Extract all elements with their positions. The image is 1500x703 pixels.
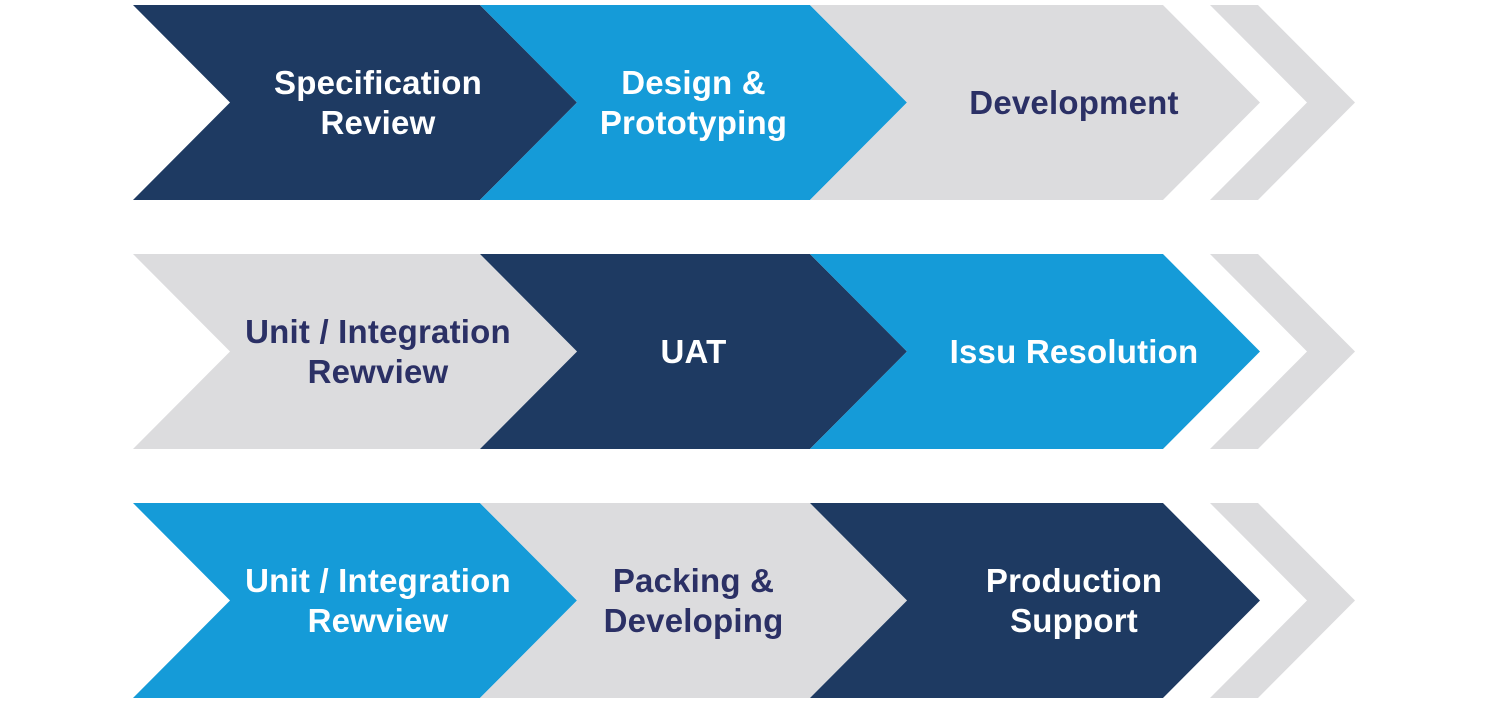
process-row-3: Unit / Integration Rewview Packing & Dev… [133,503,1355,698]
stage-uat: UAT [480,254,907,449]
stage-design-prototyping: Design & Prototyping [480,5,907,200]
process-row-2: Unit / Integration Rewview UAT Issu Reso… [133,254,1355,449]
stage-unit-integration-review: Unit / Integration Rewview [133,254,577,449]
process-row-1: Specification Review Design & Prototypin… [133,5,1355,200]
